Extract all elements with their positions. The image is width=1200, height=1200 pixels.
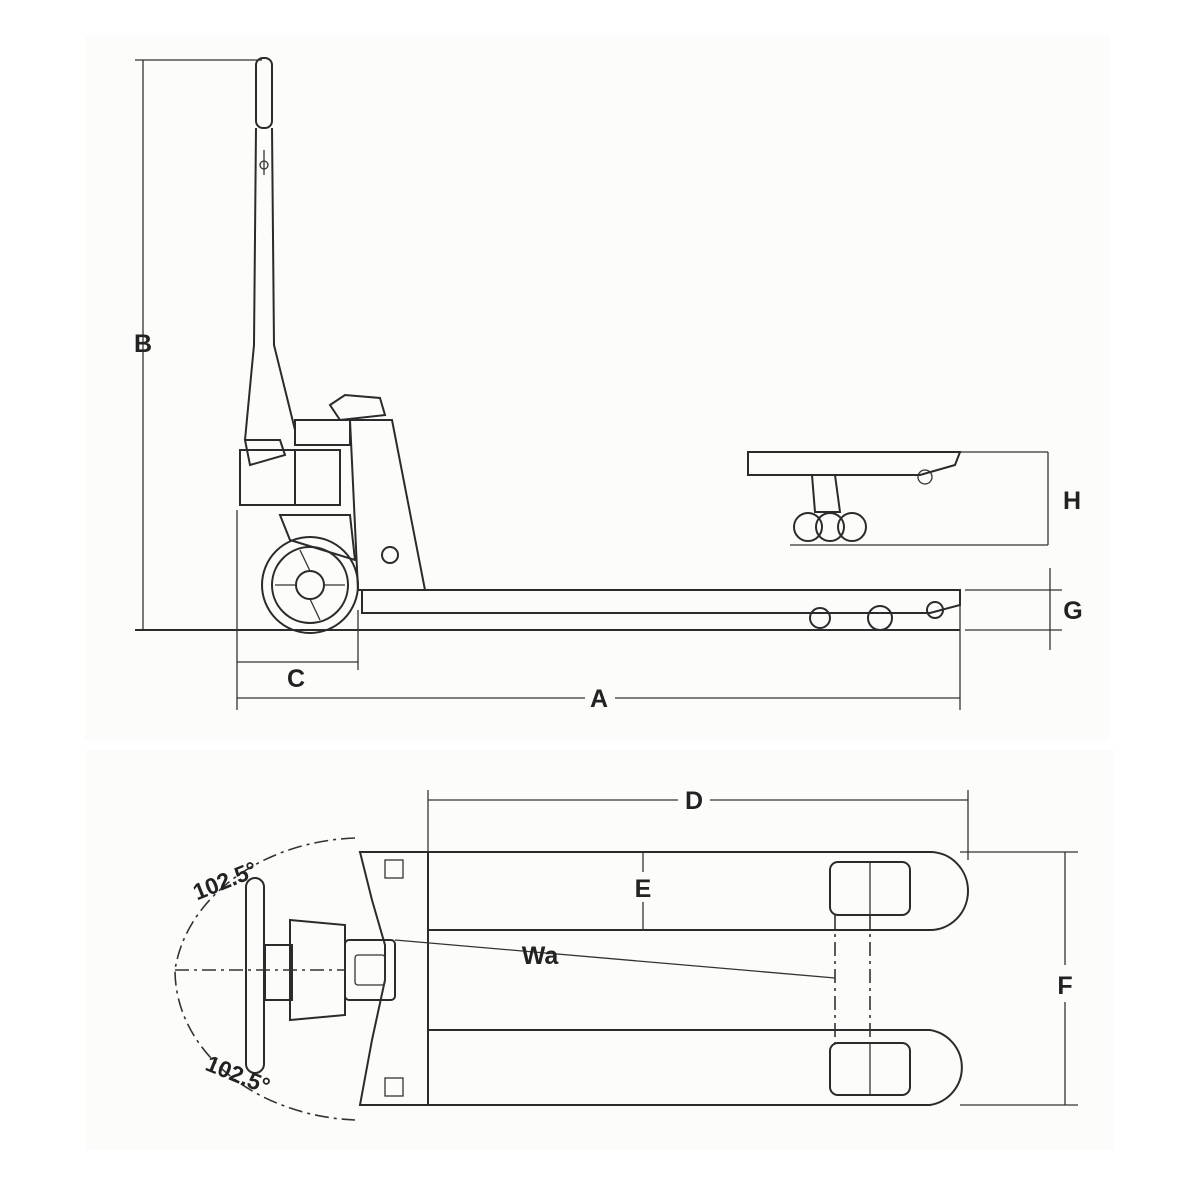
side-view: B H G C A (134, 57, 1083, 713)
top-view-panel (85, 750, 1115, 1150)
label-g: G (1063, 597, 1082, 625)
label-f: F (1057, 972, 1072, 1000)
lowered-fork-inset (747, 451, 1049, 546)
side-view-panel (85, 35, 1110, 740)
fork-side (236, 510, 961, 710)
steer-wheel (261, 536, 359, 634)
forks-top (428, 851, 1078, 1106)
wheelbase-line (394, 939, 836, 979)
label-c: C (287, 665, 305, 693)
handle (244, 57, 296, 441)
load-wheels (829, 861, 911, 1096)
dimension-b (135, 59, 262, 630)
label-b: B (134, 330, 152, 358)
label-wa: Wa (522, 942, 560, 970)
handle-top (174, 837, 356, 1121)
label-e: E (635, 875, 652, 903)
label-h: H (1063, 487, 1081, 515)
dimension-d (427, 790, 969, 860)
label-a: A (590, 685, 608, 713)
label-d: D (685, 787, 703, 815)
dimension-g (965, 568, 1062, 650)
pump-body (239, 393, 427, 591)
